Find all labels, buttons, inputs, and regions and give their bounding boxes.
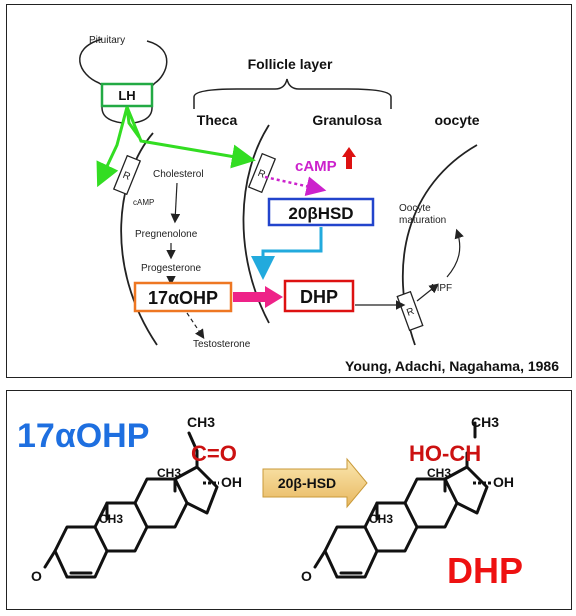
granulosa-receptor: R <box>247 152 277 194</box>
hsd20b-box <box>267 197 375 227</box>
ch3-mid-label: CH3 <box>157 466 181 480</box>
steroid-conversion-panel: 17αOHP CH3 C=O CH3 OH CH3 O 20β-HSD <box>6 390 572 610</box>
follicle-diagram-panel: Pituitary LH Follicle layer Theca Granul… <box>6 4 572 378</box>
ohp17-box <box>133 281 233 313</box>
camp-small-label: cAMP <box>133 198 154 207</box>
progesterone-label: Progesterone <box>141 263 201 274</box>
follicle-bracket <box>193 78 392 109</box>
dhp-title: DHP <box>447 550 523 591</box>
up-arrow-icon <box>342 147 356 169</box>
ch3-top-label: CH3 <box>187 414 215 430</box>
ch3-ring-label: CH3 <box>99 512 123 526</box>
lh-label: LH <box>118 88 135 103</box>
ch3-ring-right-label: CH3 <box>369 512 393 526</box>
oocyte-maturation-label: Oocyte <box>399 203 431 214</box>
svg-text:R: R <box>256 168 267 181</box>
ohp-to-testosterone-arrow <box>186 312 205 339</box>
theca-receptor: R <box>112 154 142 196</box>
oocyte-receptor: R <box>396 290 424 332</box>
svg-text:R: R <box>121 170 132 183</box>
oh-right-label: OH <box>493 474 514 490</box>
pregnenolone-label: Pregnenolone <box>135 229 198 240</box>
testosterone-label: Testosterone <box>193 339 251 350</box>
mpf-label: MPF <box>431 283 452 294</box>
ohp17-structure <box>43 431 219 579</box>
hsd-to-dhp-arrow <box>251 227 323 280</box>
ohp-to-dhp-arrow <box>233 286 283 308</box>
maturation-label: maturation <box>399 215 446 226</box>
ketone-label: C=O <box>191 441 237 466</box>
enzyme-arrow <box>262 457 368 509</box>
ch3-mid-right-label: CH3 <box>427 466 451 480</box>
camp-up-label: cAMP <box>295 158 337 175</box>
lh-to-granulosa-arrow <box>125 106 256 169</box>
enzyme-label: 20β-HSD <box>278 475 336 491</box>
follicle-diagram: Pituitary LH Follicle layer Theca Granul… <box>79 35 559 374</box>
dhp-structure <box>313 421 491 579</box>
ch3-top-right-label: CH3 <box>471 414 499 430</box>
theca-label: Theca <box>197 112 238 128</box>
ketone-o-right-label: O <box>301 568 312 584</box>
oocyte-label: oocyte <box>434 112 479 128</box>
lh-box <box>100 82 154 108</box>
hydroxyl-label: HO-CH <box>409 441 481 466</box>
steroid-conversion: 17αOHP CH3 C=O CH3 OH CH3 O 20β-HSD <box>17 414 523 591</box>
ohp17-label: 17αOHP <box>148 288 218 308</box>
ketone-o-label: O <box>31 568 42 584</box>
receptor-to-mpf-arrow <box>416 283 439 302</box>
svg-text:R: R <box>405 306 416 319</box>
ohp17-title: 17αOHP <box>17 417 149 455</box>
hsd20b-label: 20βHSD <box>288 204 353 223</box>
dhp-label: DHP <box>300 287 338 307</box>
receptor-to-hsd-arrow <box>264 175 327 197</box>
follicle-layer-label: Follicle layer <box>248 56 333 72</box>
mpf-to-maturation-arrow <box>446 228 464 278</box>
citation-label: Young, Adachi, Nagahama, 1986 <box>345 358 559 374</box>
pituitary-label: Pituitary <box>89 35 125 46</box>
oh-label: OH <box>221 474 242 490</box>
pituitary-outline <box>79 38 106 88</box>
cholesterol-label: Cholesterol <box>153 169 204 180</box>
chol-to-preg-arrow <box>170 182 181 224</box>
theca-membrane <box>120 132 158 346</box>
granulosa-label: Granulosa <box>312 112 381 128</box>
lh-branch <box>125 106 141 138</box>
dhp-box <box>283 279 355 313</box>
lh-to-theca-arrow <box>96 106 129 188</box>
pituitary-outline-right <box>146 40 168 88</box>
